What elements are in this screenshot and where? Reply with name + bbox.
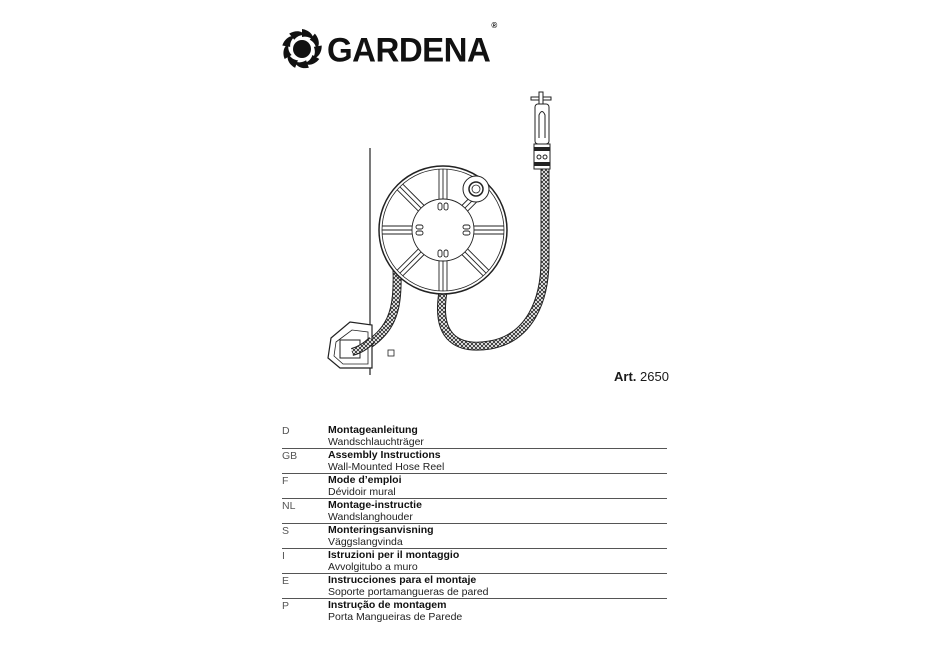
- language-title: Istruzioni per il montaggio: [328, 549, 460, 561]
- language-subtitle: Wandslanghouder: [328, 510, 413, 523]
- language-title: Montage-instructie: [328, 499, 422, 511]
- language-code: F: [282, 475, 289, 487]
- article-number: Art. 2650: [614, 369, 669, 384]
- language-title: Instrucciones para el montaje: [328, 574, 477, 586]
- language-subtitle: Soporte portamangueras de pared: [328, 585, 489, 598]
- language-title: Mode d’emploi: [328, 474, 402, 486]
- language-code: P: [282, 600, 290, 612]
- language-code: S: [282, 525, 290, 537]
- language-subtitle: Väggslangvinda: [328, 535, 403, 548]
- language-subtitle: Porta Mangueiras de Parede: [328, 610, 463, 623]
- language-subtitle: Dévidoir mural: [328, 485, 396, 498]
- language-title: Assembly Instructions: [328, 449, 441, 461]
- language-code: I: [282, 550, 285, 562]
- language-title: Monteringsanvisning: [328, 524, 434, 536]
- gardena-logo: GARDENA®: [281, 20, 497, 70]
- language-code: GB: [282, 450, 298, 462]
- language-title: Instrução de montagem: [328, 599, 447, 611]
- language-subtitle: Wandschlauchträger: [328, 435, 424, 448]
- language-code: NL: [282, 500, 296, 512]
- language-subtitle: Avvolgitubo a muro: [328, 560, 418, 573]
- language-code: E: [282, 575, 290, 587]
- language-code: D: [282, 425, 290, 437]
- language-subtitle: Wall-Mounted Hose Reel: [328, 460, 445, 473]
- gardena-flower-logo-icon: [281, 28, 323, 70]
- language-title: Montageanleitung: [328, 424, 418, 436]
- brand-name: GARDENA®: [327, 20, 497, 69]
- hose-reel-illustration: [327, 91, 552, 375]
